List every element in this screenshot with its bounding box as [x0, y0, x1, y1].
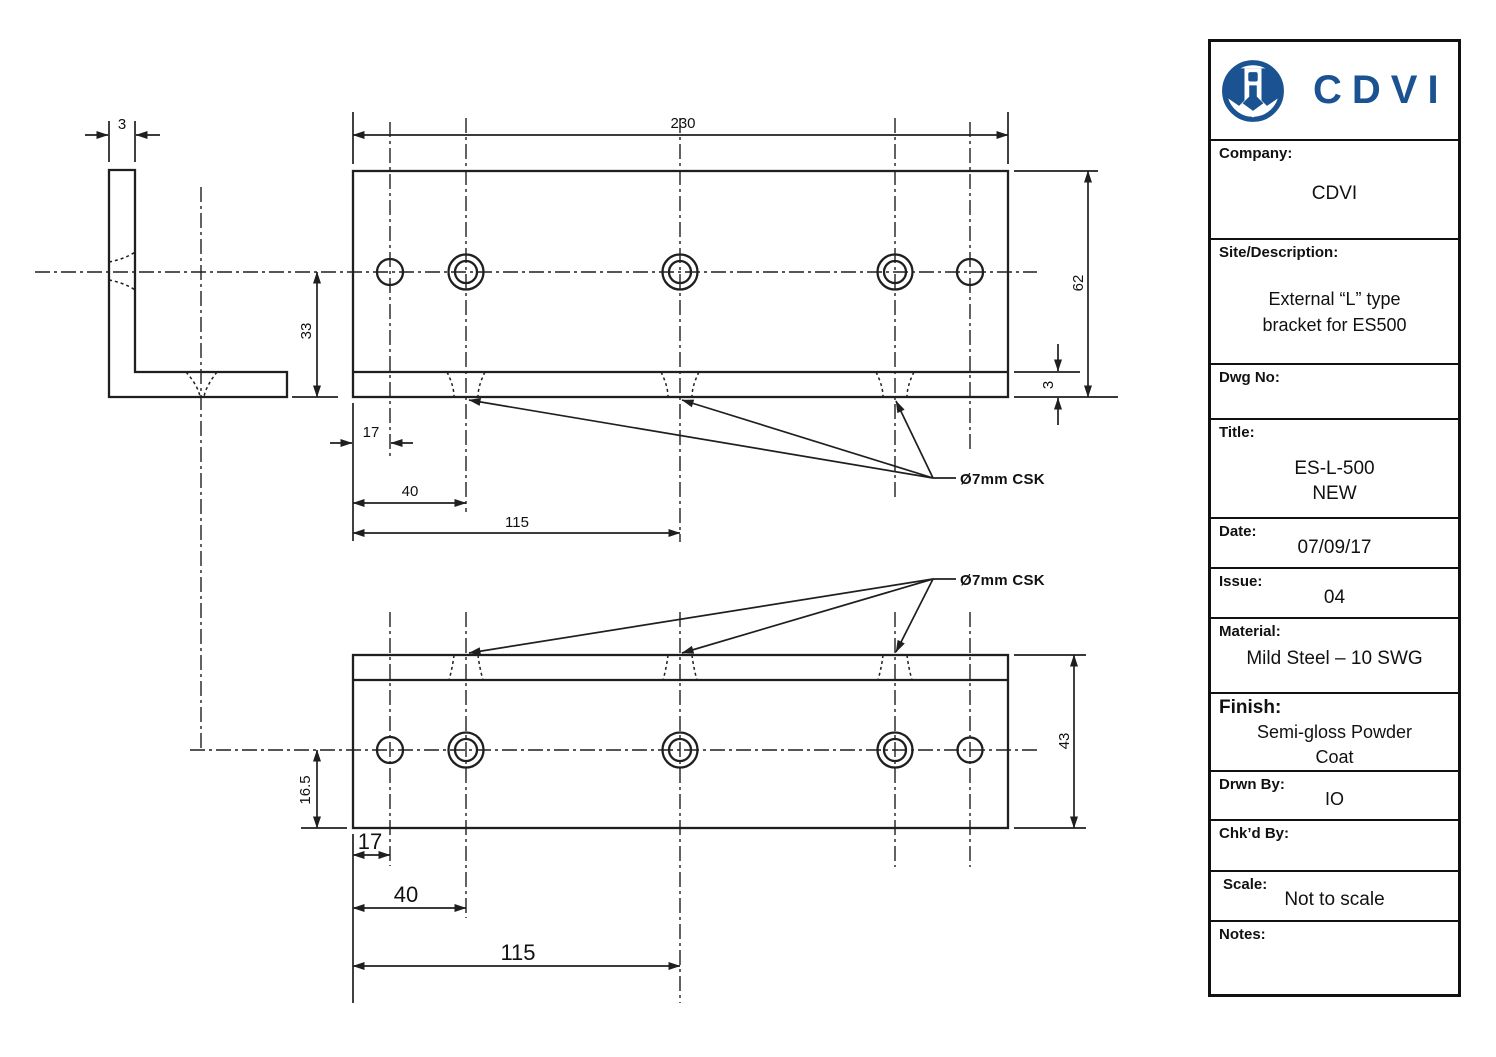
centerlines — [35, 118, 1037, 1003]
drwn-by-row: Drwn By: IO — [1211, 770, 1458, 819]
csk-hole — [876, 731, 914, 769]
svg-text:62: 62 — [1070, 275, 1087, 292]
company-row: Company: CDVI — [1211, 139, 1458, 238]
csk-note-bottom: Ø7mm CSK — [468, 572, 1045, 656]
title-row: Title: ES-L-500 NEW — [1211, 418, 1458, 517]
material-label: Material: — [1219, 623, 1281, 640]
dim-top-hole1: 17 — [330, 424, 413, 447]
svg-text:16.5: 16.5 — [297, 775, 314, 804]
dim-overall-width: 230 — [352, 112, 1009, 164]
dim-bottom-hole2: 40 — [352, 882, 467, 912]
svg-text:40: 40 — [394, 882, 418, 907]
svg-text:43: 43 — [1056, 733, 1073, 750]
title-block: CDVI Company: CDVI Site/Description: Ext… — [1208, 39, 1461, 997]
site-description-row: Site/Description: External “L” type brac… — [1211, 238, 1458, 363]
notes-row: Notes: — [1211, 920, 1458, 994]
company-value: CDVI — [1311, 183, 1358, 204]
dim-bottom-height: 43 — [1014, 654, 1086, 829]
logo-row: CDVI — [1211, 42, 1458, 139]
chkd-by-row: Chk’d By: — [1211, 819, 1458, 870]
material-value: Mild Steel – 10 SWG — [1246, 648, 1423, 669]
svg-text:17: 17 — [363, 424, 380, 441]
scale-value: Not to scale — [1284, 889, 1385, 910]
date-row: Date: 07/09/17 — [1211, 517, 1458, 567]
svg-text:3: 3 — [1040, 381, 1057, 389]
dim-bottom-hole-to-edge: 16.5 — [297, 749, 347, 829]
svg-text:115: 115 — [500, 940, 535, 965]
csk-hole — [661, 253, 699, 291]
svg-text:3: 3 — [118, 116, 126, 133]
title-value: ES-L-500 NEW — [1294, 458, 1375, 504]
cdvi-logo-icon — [1222, 60, 1284, 122]
site-description-value: External “L” type bracket for ES500 — [1262, 289, 1407, 335]
title-label: Title: — [1219, 424, 1255, 441]
bottom-view — [351, 653, 1010, 830]
material-row: Material: Mild Steel – 10 SWG — [1211, 617, 1458, 692]
csk-hole — [876, 253, 914, 291]
svg-text:115: 115 — [505, 514, 529, 531]
svg-text:17: 17 — [358, 829, 382, 854]
csk-hole — [447, 731, 485, 769]
date-label: Date: — [1219, 523, 1257, 540]
drwn-by-label: Drwn By: — [1219, 776, 1285, 793]
svg-text:230: 230 — [670, 115, 695, 132]
dim-hole-height: 33 — [292, 271, 338, 398]
csk-hole — [447, 253, 485, 291]
dimensions: 3 33 230 62 3 — [85, 112, 1118, 1003]
finish-row: Finish: Semi-gloss Powder Coat — [1211, 692, 1458, 770]
finish-value: Semi-gloss Powder Coat — [1256, 722, 1413, 767]
finish-label: Finish: — [1219, 697, 1282, 718]
scale-label: Scale: — [1223, 876, 1268, 893]
dim-bottom-hole1: 17 — [352, 829, 391, 859]
notes-label: Notes: — [1219, 926, 1266, 943]
date-value: 07/09/17 — [1297, 537, 1372, 558]
dwg-no-row: Dwg No: — [1211, 363, 1458, 418]
issue-row: Issue: 04 — [1211, 567, 1458, 617]
drwn-by-value: IO — [1324, 789, 1344, 809]
svg-text:Ø7mm CSK: Ø7mm CSK — [960, 471, 1045, 488]
side-view — [107, 168, 289, 399]
dim-flange-thickness: 3 — [1014, 344, 1080, 425]
dim-top-hole2: 40 — [352, 483, 467, 507]
issue-label: Issue: — [1219, 573, 1263, 590]
dim-bottom-hole3: 115 — [352, 834, 681, 1003]
scale-row: Scale: Not to scale — [1211, 870, 1458, 920]
dwg-no-label: Dwg No: — [1219, 369, 1280, 386]
issue-value: 04 — [1323, 587, 1346, 608]
chkd-by-label: Chk’d By: — [1219, 825, 1290, 842]
site-description-label: Site/Description: — [1219, 244, 1339, 261]
dim-top-hole3: 115 — [352, 403, 681, 541]
company-label: Company: — [1219, 145, 1293, 162]
top-view — [351, 169, 1010, 399]
svg-text:Ø7mm CSK: Ø7mm CSK — [960, 572, 1045, 589]
dim-side-thickness: 3 — [85, 116, 160, 162]
svg-text:33: 33 — [298, 323, 315, 340]
dim-overall-height: 62 — [1014, 170, 1118, 398]
cdvi-wordmark: CDVI — [1313, 68, 1449, 112]
csk-note-top: Ø7mm CSK — [468, 397, 1045, 488]
csk-hole — [661, 731, 699, 769]
svg-text:40: 40 — [402, 483, 419, 500]
